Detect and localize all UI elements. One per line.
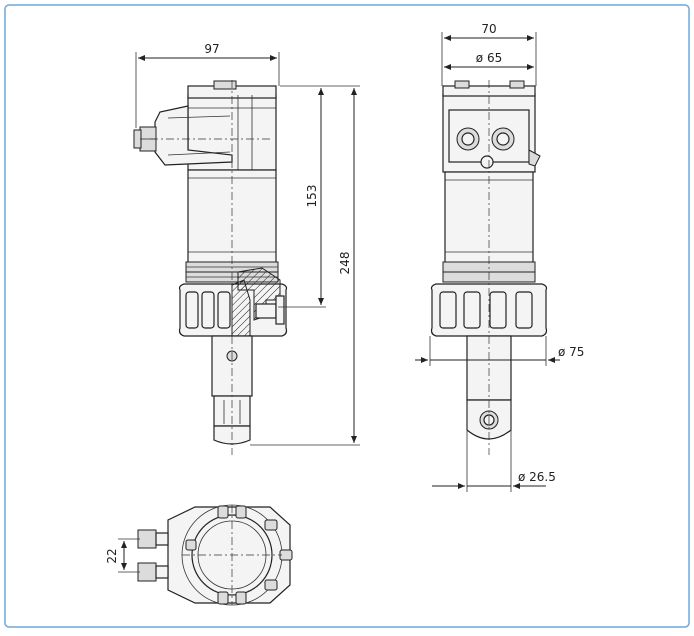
dim-97-label: 97: [204, 42, 219, 56]
dim-22-label: 22: [105, 548, 119, 563]
dim-248-label: 248: [338, 252, 352, 275]
page-border: [4, 4, 690, 628]
dim-153-label: 153: [305, 185, 319, 208]
dim-dia75-label: ø 75: [558, 345, 584, 359]
top-view: [137, 504, 293, 606]
side-view: [133, 80, 288, 455]
side-dimensions: 97 153 248: [135, 42, 360, 446]
front-view: [430, 80, 548, 455]
dim-70-label: 70: [481, 22, 496, 36]
dim-dia26-label: ø 26.5: [518, 470, 556, 484]
front-dimensions: 70 ø 65 ø 75 ø 26.5: [415, 22, 584, 492]
dim-dia65-label: ø 65: [476, 51, 502, 65]
top-dimensions: 22: [105, 538, 140, 573]
